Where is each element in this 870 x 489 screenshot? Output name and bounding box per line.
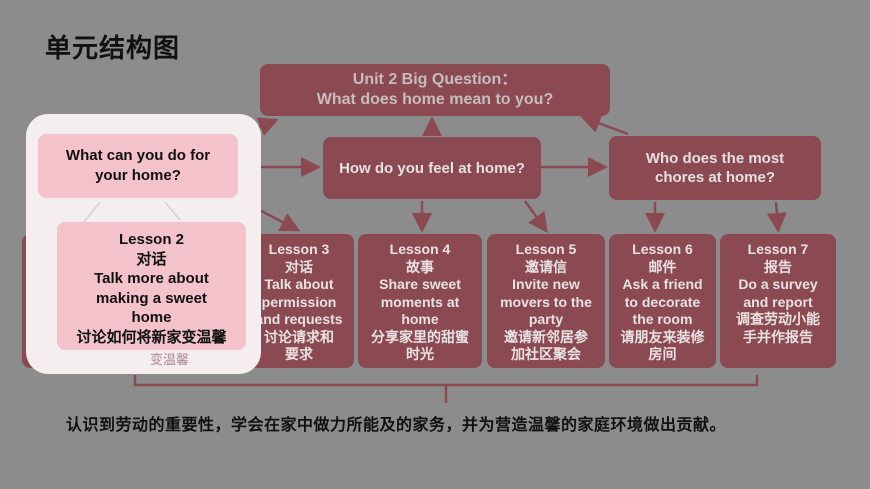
lesson-4-box: Lesson 4 故事 Share sweet moments at home …: [358, 234, 482, 368]
lesson-4-title: Lesson 4: [389, 241, 451, 257]
lesson-4-en-3: home: [401, 311, 439, 327]
question-1-line2: your home?: [95, 167, 181, 184]
lesson-3-en-1: Talk about: [264, 276, 334, 292]
lesson-3-box: Lesson 3 对话 Talk about permission and re…: [244, 234, 354, 368]
question-what-can-you-do: What can you do for your home?: [38, 134, 238, 198]
lesson-5-en-2: movers to the: [500, 293, 592, 310]
lesson-3-type: 对话: [285, 258, 313, 275]
big-question-line1: Unit 2 Big Question：: [352, 71, 518, 88]
lesson-5-zh-1: 邀请新邻居参: [504, 328, 588, 345]
lesson-5-title: Lesson 5: [515, 241, 577, 257]
lesson-4-en-1: Share sweet: [379, 276, 461, 292]
lesson-2-type: 对话: [136, 250, 167, 268]
lesson-5-box: Lesson 5 邀请信 Invite new movers to the pa…: [487, 234, 605, 368]
lesson-7-zh-2: 手并作报告: [743, 328, 813, 345]
lesson-2-box: Lesson 2 对话 Talk more about making a swe…: [57, 222, 246, 350]
lesson-7-zh-1: 调查劳动小能: [736, 311, 820, 327]
question-feel-at-home: How do you feel at home?: [323, 137, 541, 199]
lesson-6-en-3: the room: [632, 311, 693, 327]
lesson-2-zh-1: 讨论如何将新家变温馨: [76, 328, 227, 346]
lesson-2-en-1: Talk more about: [94, 270, 209, 287]
question-1-line1: What can you do for: [65, 147, 211, 164]
lesson-7-box: Lesson 7 报告 Do a survey and report 调查劳动小…: [720, 234, 836, 368]
summary-caption: 认识到劳动的重要性，学会在家中做力所能及的家务，并为营造温馨的家庭环境做出贡献。: [66, 417, 727, 434]
page-title: 单元结构图: [45, 33, 181, 63]
lesson-4-zh-2: 时光: [406, 346, 434, 362]
lesson-6-title: Lesson 6: [632, 241, 693, 257]
big-question-box: Unit 2 Big Question： What does home mean…: [260, 64, 610, 116]
lesson-6-zh-1: 请朋友来装修: [620, 328, 705, 345]
lesson-6-en-1: Ask a friend: [622, 276, 703, 292]
question-2-text: How do you feel at home?: [339, 159, 525, 177]
question-3-line2: chores at home?: [654, 169, 776, 186]
lesson-5-en-1: Invite new: [512, 276, 580, 292]
lesson-6-en-2: to decorate: [624, 293, 701, 310]
lesson-5-type: 邀请信: [525, 258, 567, 275]
lesson-4-en-2: moments at: [380, 293, 460, 310]
lesson-3-zh-1: 讨论请求和: [264, 328, 334, 345]
question-3-line1: Who does the most: [645, 150, 785, 167]
lesson-4-zh-1: 分享家里的甜蜜: [371, 328, 469, 345]
lesson-7-type: 报告: [764, 258, 792, 275]
lesson-4-type: 故事: [406, 258, 434, 275]
question-chores: Who does the most chores at home?: [609, 136, 821, 200]
lesson-6-box: Lesson 6 邮件 Ask a friend to decorate the…: [609, 234, 716, 368]
lesson-3-en-2: permission: [261, 293, 337, 310]
lesson-5-en-3: party: [528, 311, 564, 327]
lesson-7-title: Lesson 7: [747, 241, 809, 257]
lesson-3-zh-2: 要求: [285, 346, 313, 362]
lesson-2-en-2: making a sweet: [96, 289, 207, 307]
big-question-line2: What does home mean to you?: [316, 91, 554, 108]
lesson-2-en-3: home: [131, 309, 172, 326]
lesson-5-zh-2: 加社区聚会: [511, 346, 581, 362]
lesson-3-en-3: and requests: [255, 311, 343, 327]
lesson-3-title: Lesson 3: [268, 241, 330, 257]
lesson-6-zh-2: 房间: [648, 346, 677, 362]
lesson-7-en-2: and report: [743, 293, 813, 310]
lesson-2-title: Lesson 2: [118, 231, 185, 248]
lesson-6-type: 邮件: [648, 258, 677, 275]
lesson-7-en-1: Do a survey: [738, 276, 818, 292]
lesson-2-obscured-text: 变温馨: [150, 352, 190, 367]
